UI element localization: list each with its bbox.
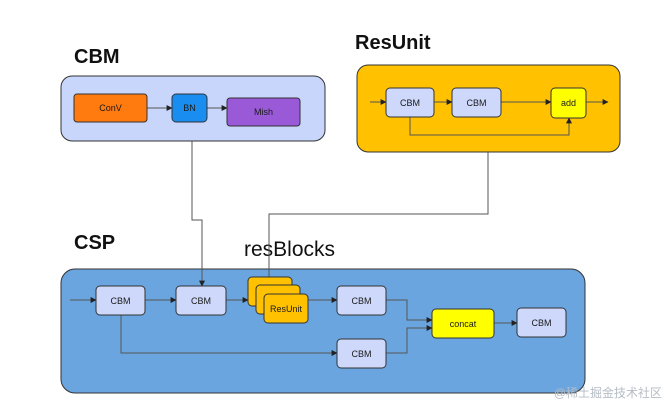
concat-label: concat — [450, 319, 477, 329]
csp-cbm-in-label: CBM — [111, 296, 131, 306]
csp-cbm-after-res-node: CBM — [336, 285, 387, 316]
resunit-cbm2-node: CBM — [451, 87, 502, 118]
csp-cbm-bottom-label: CBM — [352, 349, 372, 359]
resunit-front-node: ResUnit — [263, 293, 309, 324]
resblocks-stack: R ResUnit — [247, 276, 309, 324]
cbm-to-csp-connector — [191, 141, 205, 287]
resunit-title: ResUnit — [355, 32, 431, 54]
csp-cbm-after-res-label: CBM — [352, 296, 372, 306]
add-node: add — [550, 87, 587, 119]
bn-label: BN — [183, 103, 196, 113]
cbm-title: CBM — [74, 46, 120, 68]
mish-label: Mish — [254, 107, 273, 117]
resblocks-title: resBlocks — [244, 238, 335, 261]
csp-cbm-out-node: CBM — [516, 307, 567, 338]
resunit-front-label: ResUnit — [270, 304, 303, 314]
resunit-cbm1-label: CBM — [400, 98, 420, 108]
mish-node: Mish — [226, 97, 301, 127]
watermark: @稀土掘金技术社区 — [554, 385, 662, 400]
csp-cbm-out-label: CBM — [532, 318, 552, 328]
csp-bottom-to-concat-edge — [386, 325, 433, 354]
conv-node: ConV — [73, 93, 148, 123]
concat-node: concat — [431, 308, 495, 339]
resunit-skip-edge — [409, 117, 572, 136]
conv-label: ConV — [99, 103, 122, 113]
csp-cbm-in-node: CBM — [95, 285, 146, 316]
csp-cbm-mid-label: CBM — [191, 296, 211, 306]
csp-cbm-mid-node: CBM — [175, 285, 227, 316]
add-label: add — [561, 98, 576, 108]
resunit-cbm1-node: CBM — [385, 87, 435, 118]
csp-cbm-bottom-node: CBM — [336, 338, 387, 369]
bn-node: BN — [171, 93, 208, 123]
csp-title: CSP — [74, 232, 115, 254]
resunit-cbm2-label: CBM — [467, 98, 487, 108]
csp-bypass-edge — [120, 315, 338, 356]
csp-cbm-to-concat-edge — [386, 299, 433, 323]
resunit-to-csp-connector — [266, 152, 489, 286]
